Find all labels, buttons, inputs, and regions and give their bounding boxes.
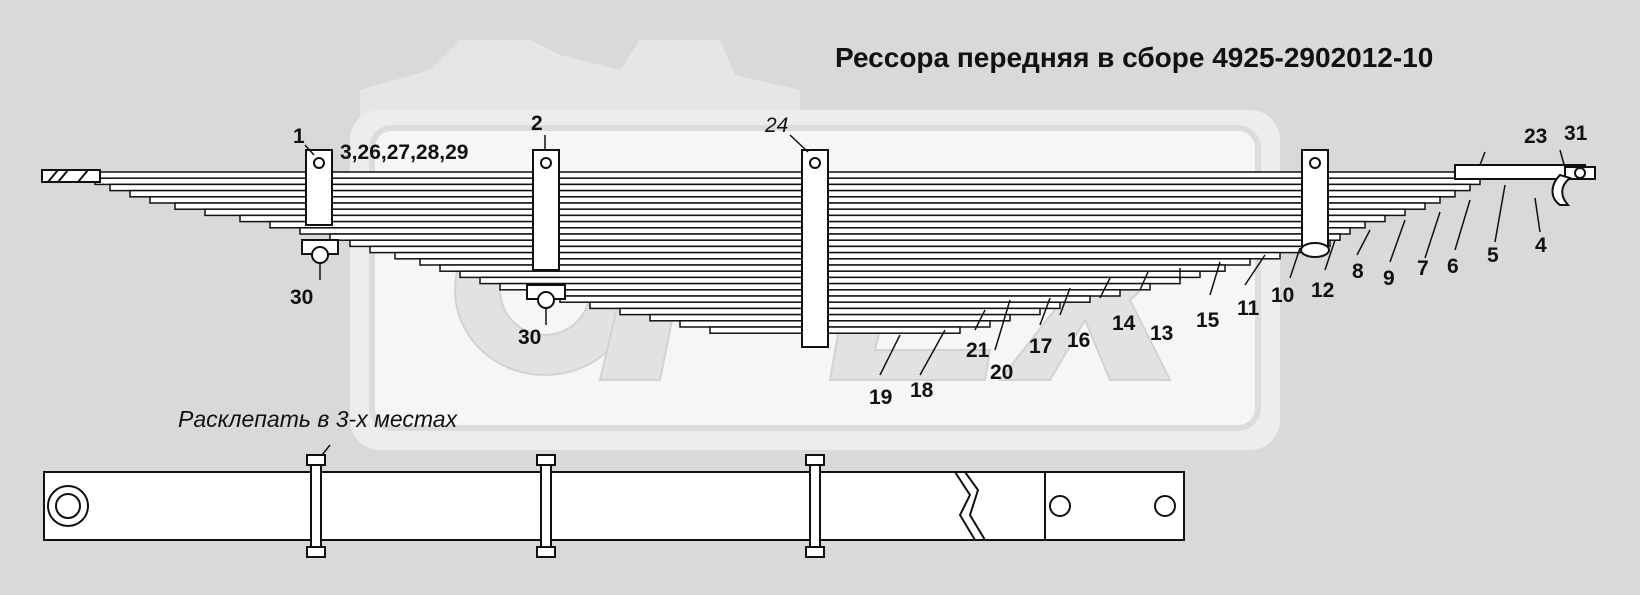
callout-16: 16 [1067, 329, 1091, 352]
rivet-2 [536, 454, 556, 558]
nut-center [526, 284, 566, 309]
callout-3-29: 3,26,27,28,29 [340, 141, 469, 164]
spring-leaf [369, 245, 1311, 254]
callout-30-center: 30 [518, 326, 542, 349]
callout-2: 2 [531, 112, 543, 135]
spring-leaf [679, 320, 991, 328]
clamp-right [1300, 149, 1330, 258]
right-eye [1454, 164, 1596, 206]
spring-leaf [479, 276, 1181, 285]
spring-leaf [149, 196, 1441, 204]
callout-17: 17 [1029, 335, 1053, 358]
callout-12: 12 [1311, 279, 1335, 302]
clamp-2 [532, 149, 560, 271]
callout-1: 1 [293, 125, 305, 148]
callout-24: 24 [765, 114, 789, 137]
spring-leaf [649, 313, 1011, 322]
rivet-note: Расклепать в 3-х местах [178, 406, 458, 432]
spring-leaf [394, 251, 1281, 260]
callout-5: 5 [1487, 244, 1499, 267]
callout-8: 8 [1352, 260, 1364, 283]
callout-4: 4 [1535, 234, 1547, 257]
callout-6: 6 [1447, 255, 1459, 278]
clamp-1 [305, 149, 333, 226]
spring-leaf [174, 202, 1426, 210]
bottom-bar [43, 471, 1185, 541]
rivet-1 [306, 454, 326, 558]
callout-23: 23 [1524, 125, 1548, 148]
spring-leaf [619, 307, 1041, 316]
callout-10: 10 [1271, 284, 1295, 307]
callout-14: 14 [1112, 312, 1136, 335]
spring-leaf [349, 239, 1331, 248]
spring-leaf [329, 233, 1341, 241]
callout-21: 21 [966, 339, 990, 362]
callout-11: 11 [1237, 297, 1260, 320]
center-bolt [801, 149, 829, 348]
spring-leaf [709, 326, 961, 334]
callout-9: 9 [1383, 267, 1395, 290]
callout-20: 20 [990, 361, 1014, 384]
spring-leaf [459, 270, 1201, 279]
callout-13: 13 [1150, 322, 1174, 345]
callout-19: 19 [869, 386, 893, 409]
nut-left [301, 239, 339, 264]
callout-18: 18 [910, 379, 934, 402]
rivet-3 [805, 454, 825, 558]
callout-7: 7 [1417, 257, 1429, 280]
diagram-title: Рессора передняя в сборе 4925-2902012-10 [835, 42, 1434, 73]
callout-31: 31 [1564, 122, 1588, 145]
left-eye [41, 169, 101, 183]
spring-leaf [94, 177, 1481, 186]
callout-15: 15 [1196, 309, 1220, 332]
callout-30-left: 30 [290, 286, 314, 309]
